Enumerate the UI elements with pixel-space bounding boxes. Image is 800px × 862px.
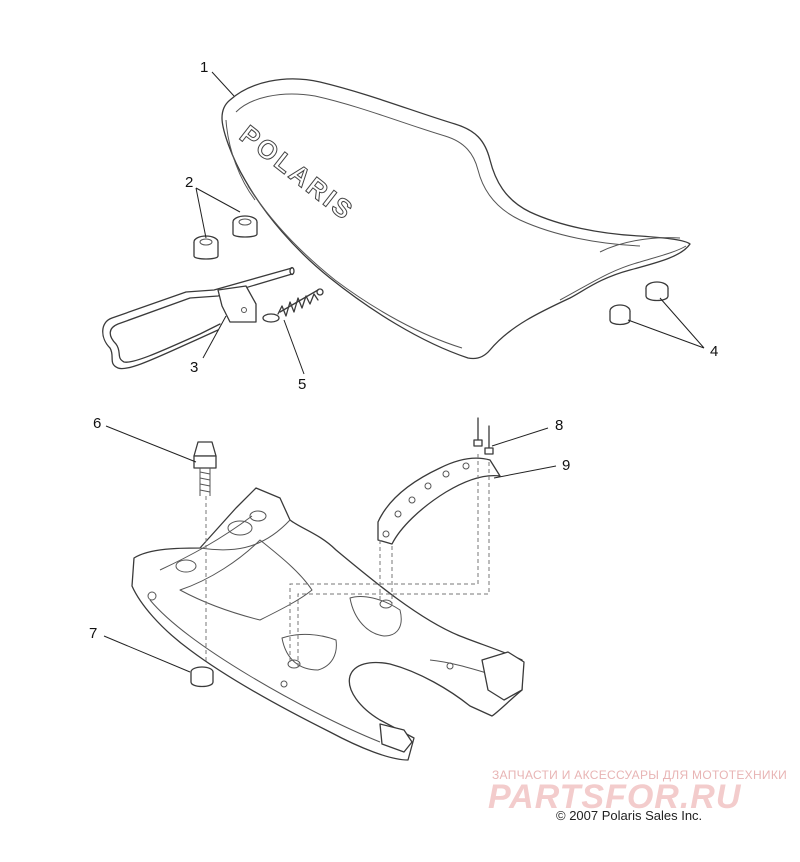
callout-3: 3: [190, 359, 198, 376]
bumper-b: [193, 235, 219, 260]
assembly-lines: [205, 454, 490, 668]
callout-7: 7: [89, 625, 97, 642]
callout-leaders: [103, 71, 705, 673]
rear-bracket: [377, 457, 501, 545]
grommet-a: [645, 281, 669, 302]
callout-1: 1: [200, 59, 208, 76]
grommet-b: [609, 304, 631, 326]
stud: [193, 441, 217, 496]
copyright-notice: © 2007 Polaris Sales Inc.: [556, 808, 703, 823]
latch-rod: [102, 266, 295, 370]
watermark-logo: PARTSFOR.RU: [488, 778, 742, 816]
callout-2: 2: [185, 174, 193, 191]
bumper-a: [232, 215, 258, 238]
subframe: [131, 487, 525, 761]
screws: [473, 417, 494, 455]
watermark-tagline: ЗАПЧАСТИ И АКСЕССУАРЫ ДЛЯ МОТОТЕХНИКИ: [492, 768, 788, 782]
callout-8: 8: [555, 417, 563, 434]
nut: [190, 666, 214, 688]
callout-labels: 1 2 3 4 5 6 7 8 9: [89, 59, 718, 642]
callout-6: 6: [93, 415, 101, 432]
callout-9: 9: [562, 457, 570, 474]
callout-4: 4: [710, 343, 718, 360]
spring: [262, 288, 324, 323]
callout-5: 5: [298, 376, 306, 393]
